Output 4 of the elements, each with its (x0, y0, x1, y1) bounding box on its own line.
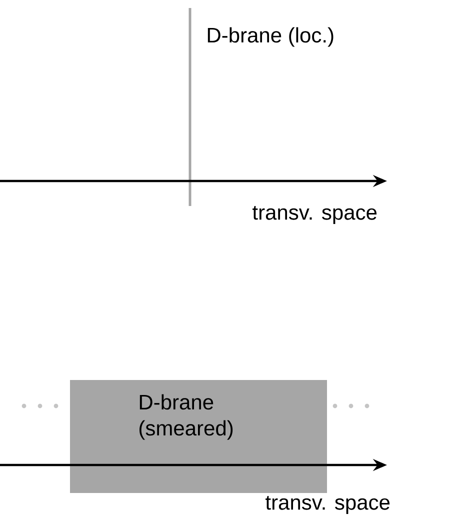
axis-label: transv. space (252, 206, 377, 224)
axis-label: transv. space (266, 496, 390, 514)
axis-label: D-brane (loc.) (208, 27, 334, 47)
smeared-brane-box: D-brane (smeared) (70, 380, 327, 493)
